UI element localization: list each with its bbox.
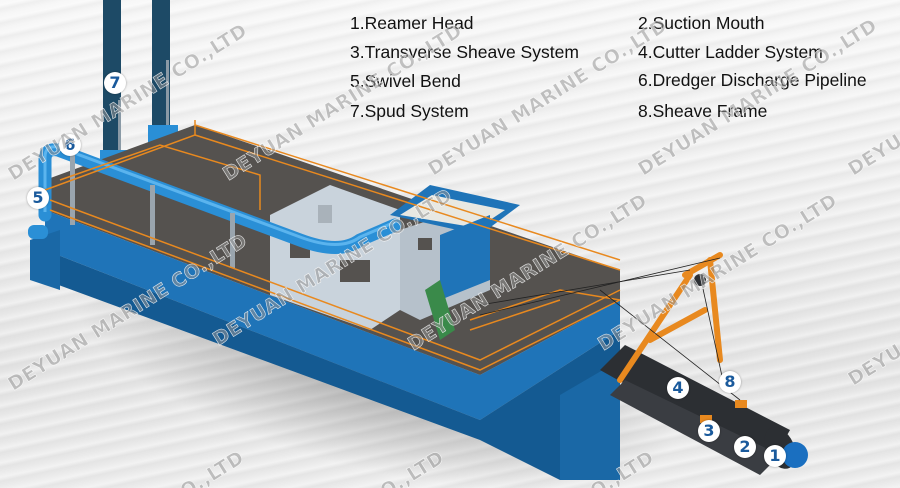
callout-5-swivel-bend: 5: [27, 187, 49, 209]
sheave-frame: [617, 252, 723, 383]
callout-2-suction-mouth: 2: [734, 436, 756, 458]
callout-3-transverse-sheave: 3: [698, 420, 720, 442]
legend-item-7: 7.Spud System: [350, 101, 469, 121]
cables: [479, 257, 741, 401]
callout-6-discharge-pipeline: 6: [59, 134, 81, 156]
callout-8-sheave-frame: 8: [719, 371, 741, 393]
legend-item-4: 4.Cutter Ladder System: [638, 42, 823, 62]
legend-item-2: 2.Suction Mouth: [638, 13, 765, 33]
hull-lower: [45, 250, 620, 480]
callout-1-reamer-head: 1: [764, 445, 786, 467]
legend-item-8: 8.Sheave Frame: [638, 101, 768, 121]
legend-item-1: 1.Reamer Head: [350, 13, 474, 33]
callout-7-spud-system: 7: [104, 72, 126, 94]
legend-item-5: 5.Swivel Bend: [350, 71, 461, 91]
railings: [44, 120, 621, 371]
discharge-pipeline: [28, 143, 402, 268]
reamer-head: [782, 442, 808, 468]
legend-item-3: 3.Transverse Sheave System: [350, 42, 579, 62]
callout-4-cutter-ladder: 4: [667, 377, 689, 399]
legend-item-6: 6.Dredger Discharge Pipeline: [638, 70, 867, 90]
